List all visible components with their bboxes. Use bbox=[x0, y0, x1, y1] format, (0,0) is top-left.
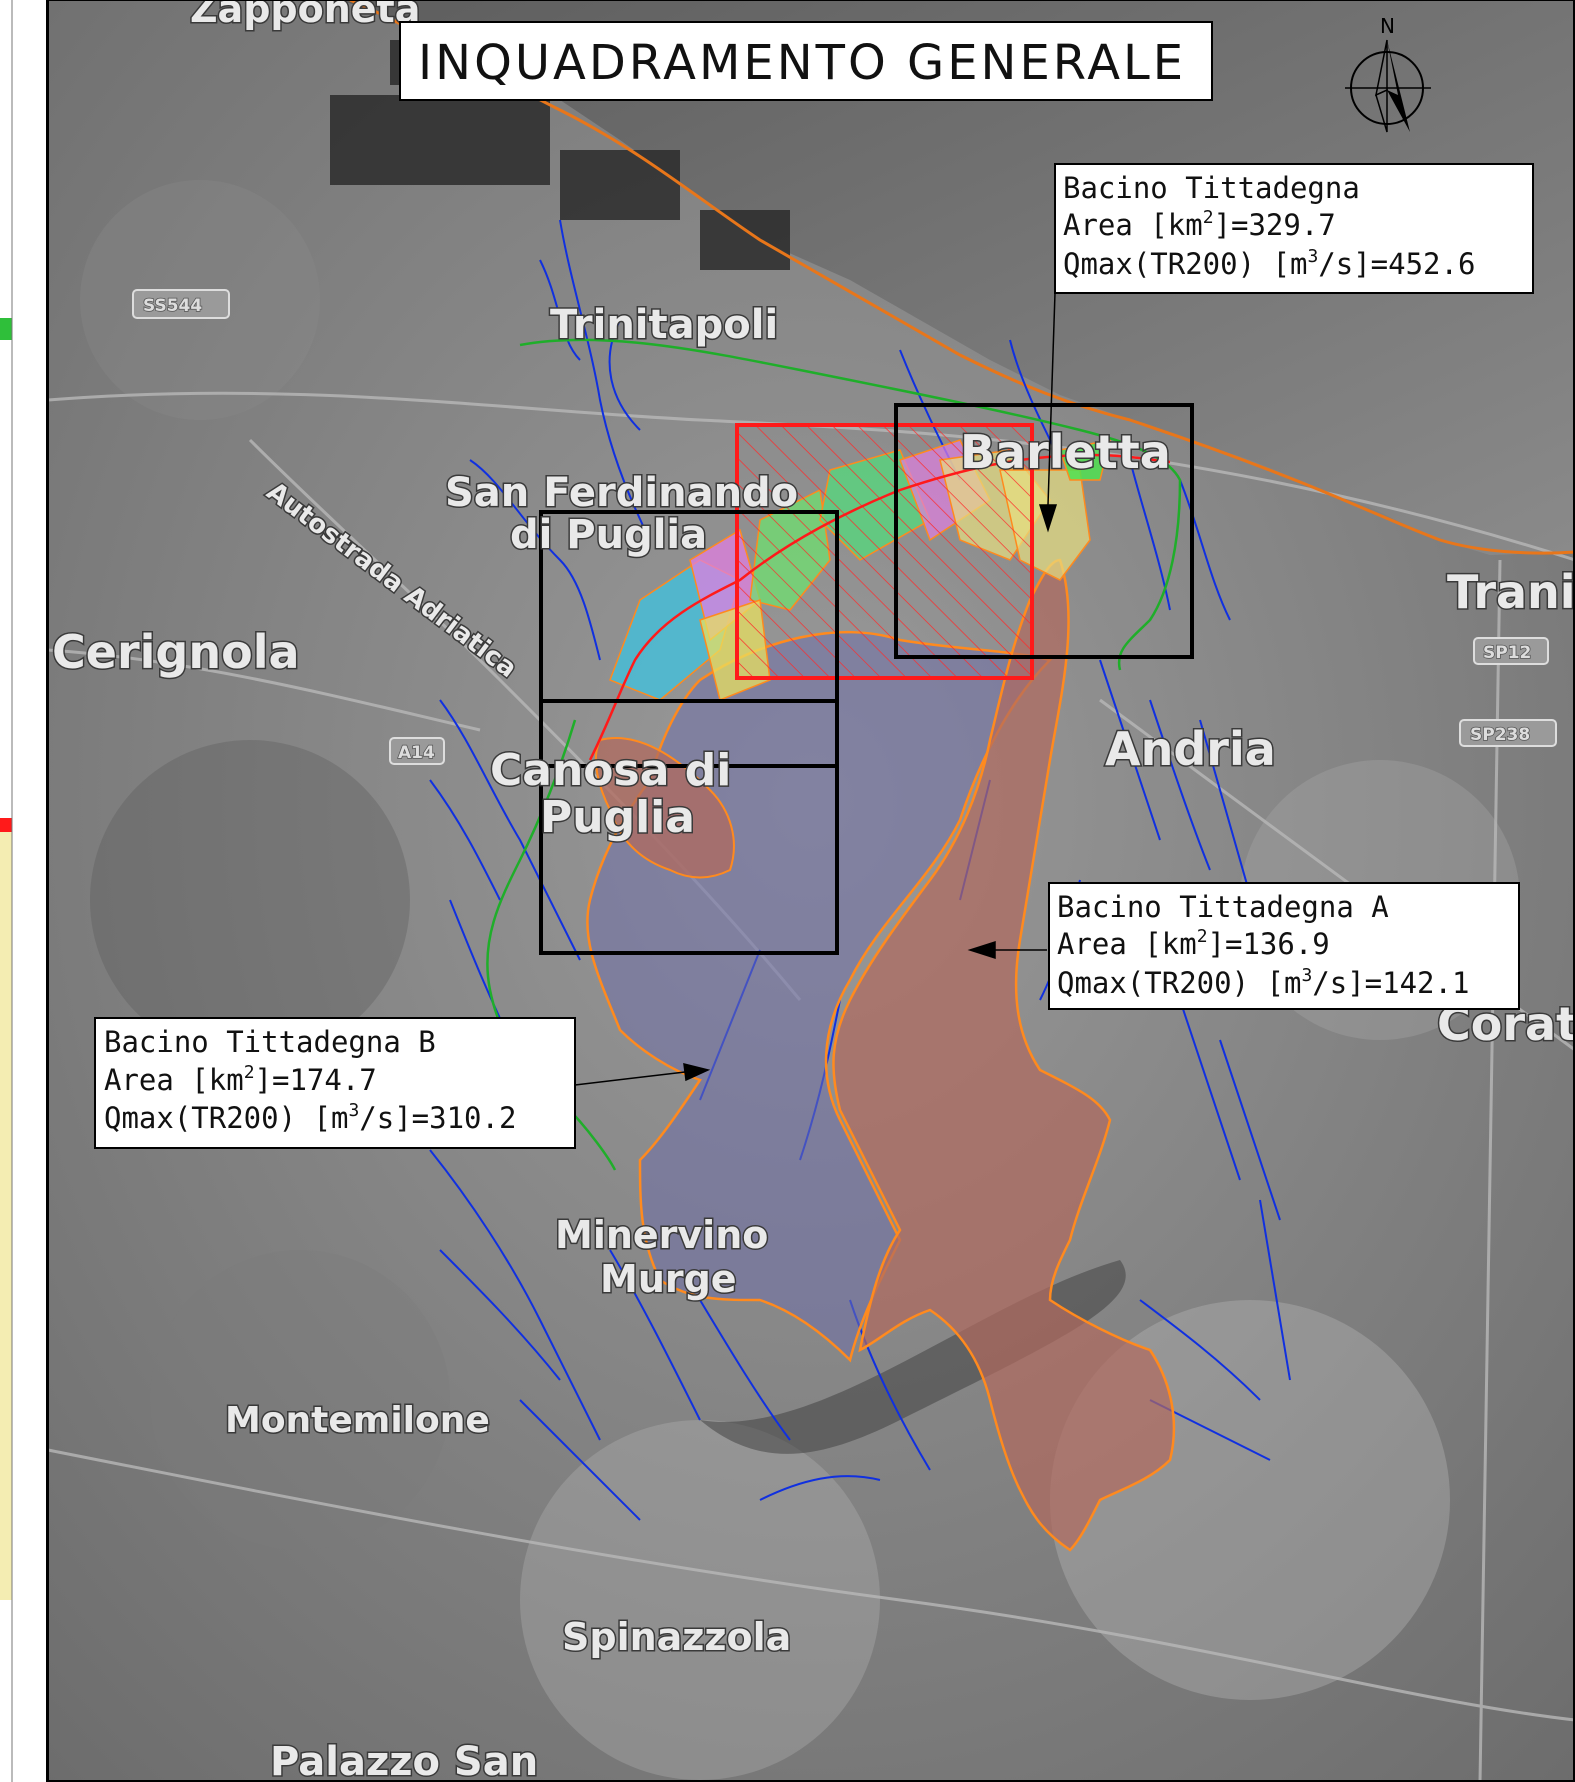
callout-tittadegna: Bacino Tittadegna Area [km2]=329.7 Qmax(… bbox=[1054, 163, 1534, 294]
left-margin-strip bbox=[0, 0, 48, 1782]
place-minervino-2: Murge bbox=[600, 1257, 737, 1301]
basin-canosa-polygon bbox=[594, 737, 735, 879]
place-barletta: Barletta bbox=[960, 425, 1171, 479]
place-montemilone: Montemilone bbox=[225, 1400, 490, 1441]
place-canosa: Canosa di bbox=[490, 745, 731, 796]
place-spinazzola: Spinazzola bbox=[562, 1615, 791, 1659]
road-sp12: SP12 bbox=[1483, 643, 1531, 663]
place-canosa-2: Puglia bbox=[540, 792, 695, 843]
channel-line bbox=[588, 453, 1171, 761]
title-box: INQUADRAMENTO GENERALE bbox=[399, 21, 1213, 101]
callout-b-name: Bacino Tittadegna B bbox=[104, 1025, 436, 1059]
place-palazzo-san: Palazzo San bbox=[270, 1739, 538, 1782]
map-frame bbox=[47, 0, 1575, 1782]
road-shields: SS544 SP12 SP238 A14 bbox=[132, 289, 1557, 765]
north-arrow-icon: N bbox=[1345, 14, 1431, 133]
callout-main-area: Area [km2]=329.7 bbox=[1063, 207, 1336, 242]
callout-a-name: Bacino Tittadegna A bbox=[1057, 890, 1389, 924]
place-andria: Andria bbox=[1105, 722, 1276, 776]
detail-frames bbox=[539, 403, 1194, 955]
callout-main-name: Bacino Tittadegna bbox=[1063, 171, 1360, 205]
map-title: INQUADRAMENTO GENERALE bbox=[418, 35, 1186, 91]
place-trani: Trani bbox=[1447, 565, 1575, 619]
place-san-ferdinando-2: di Puglia bbox=[510, 512, 707, 558]
place-zapponeta: Zapponeta bbox=[190, 0, 420, 31]
callout-a-area: Area [km2]=136.9 bbox=[1057, 926, 1330, 961]
basin-a-polygon bbox=[832, 558, 1176, 1552]
callout-b-q: Qmax(TR200) [m3/s]=310.2 bbox=[104, 1100, 516, 1135]
north-label: N bbox=[1380, 14, 1395, 38]
road-ss544: SS544 bbox=[143, 296, 202, 316]
callout-b-area: Area [km2]=174.7 bbox=[104, 1062, 377, 1097]
callout-tittadegna-a: Bacino Tittadegna A Area [km2]=136.9 Qma… bbox=[1048, 882, 1520, 1010]
place-minervino: Minervino bbox=[555, 1213, 768, 1257]
callout-main-q: Qmax(TR200) [m3/s]=452.6 bbox=[1063, 246, 1475, 281]
road-sp238: SP238 bbox=[1470, 725, 1530, 745]
callout-tittadegna-b: Bacino Tittadegna B Area [km2]=174.7 Qma… bbox=[94, 1017, 576, 1149]
road-a14: A14 bbox=[398, 743, 435, 763]
place-cerignola: Cerignola bbox=[52, 625, 300, 679]
place-san-ferdinando: San Ferdinando bbox=[445, 470, 798, 516]
coastline bbox=[349, 0, 1575, 555]
place-trinitapoli: Trinitapoli bbox=[550, 302, 778, 348]
callout-a-q: Qmax(TR200) [m3/s]=142.1 bbox=[1057, 965, 1469, 1000]
place-labels: Zapponeta Trinitapoli Barletta San Ferdi… bbox=[51, 0, 1575, 1782]
leader-arrows bbox=[574, 292, 1058, 1086]
